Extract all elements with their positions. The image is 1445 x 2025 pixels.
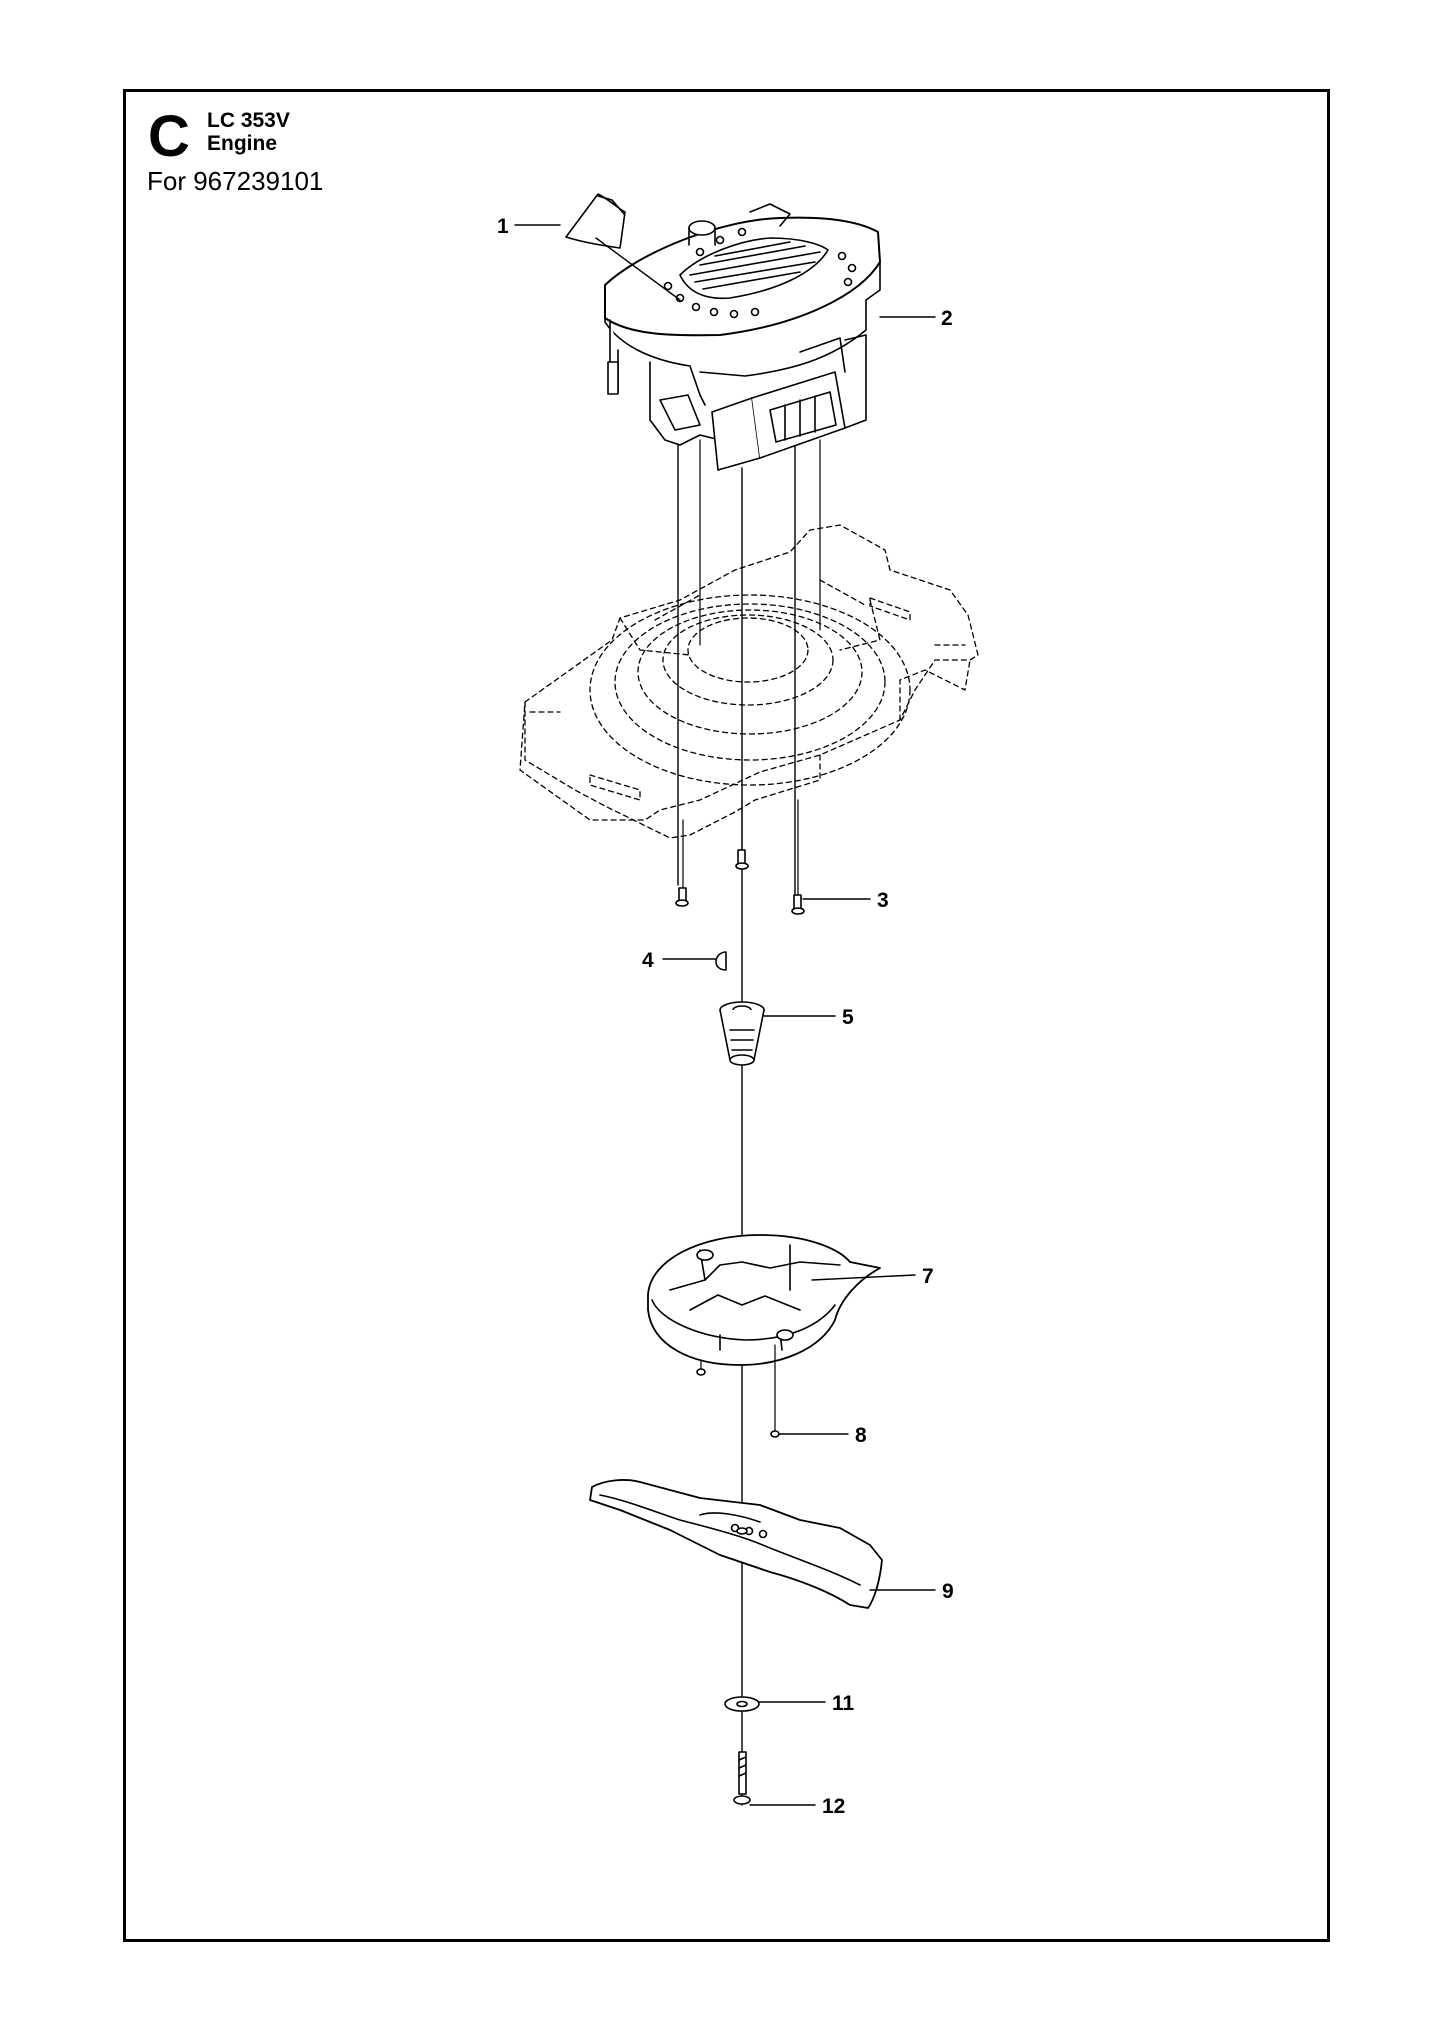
blade-hub-fan-part bbox=[647, 1234, 881, 1376]
callout-12: 12 bbox=[822, 1795, 845, 1818]
engine-mount-screws bbox=[675, 799, 805, 915]
section-letter: C bbox=[148, 104, 190, 169]
blade-part bbox=[589, 1479, 883, 1609]
washer-part bbox=[724, 1696, 760, 1712]
decal-part bbox=[565, 193, 626, 249]
blade-adapter-part bbox=[719, 1001, 765, 1066]
model-label: LC 353V bbox=[207, 109, 290, 132]
diagram-frame bbox=[123, 89, 1330, 1942]
callout-7: 7 bbox=[922, 1265, 934, 1288]
for-part-number: For 967239101 bbox=[147, 166, 324, 196]
section-title: Engine bbox=[207, 132, 278, 155]
key-part bbox=[715, 951, 727, 971]
callout-9: 9 bbox=[942, 1580, 954, 1603]
callout-1: 1 bbox=[497, 215, 509, 238]
callout-leaders bbox=[514, 224, 936, 1806]
callout-3: 3 bbox=[877, 889, 889, 912]
callout-2: 2 bbox=[941, 307, 953, 330]
callout-8: 8 bbox=[855, 1424, 867, 1447]
callout-4: 4 bbox=[642, 949, 654, 972]
blade-bolt-part bbox=[733, 1751, 751, 1805]
engine-part bbox=[604, 203, 881, 471]
mower-deck bbox=[519, 524, 979, 839]
callout-11: 11 bbox=[832, 1692, 855, 1715]
callout-5: 5 bbox=[842, 1006, 854, 1029]
